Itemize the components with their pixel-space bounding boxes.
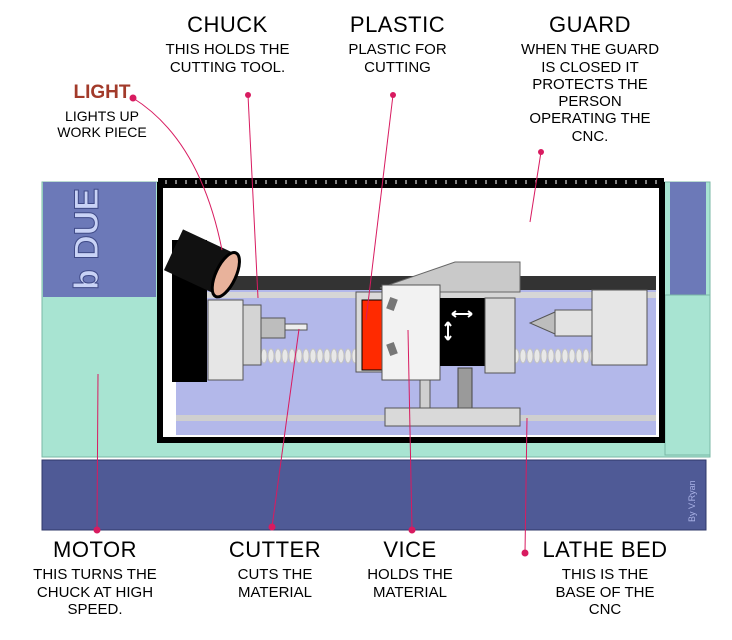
screw-coil [547,348,555,364]
chuck-front [242,304,262,366]
screw-coil [295,348,303,364]
screw-coil [568,348,576,364]
label-guard-desc-line: CNC. [571,127,609,145]
screw-coil [302,348,310,364]
label-vice-title: VICE [383,537,437,562]
left-side-panel [43,182,156,297]
label-motor: MOTOR THIS TURNS THE CHUCK AT HIGH SPEED… [5,537,185,618]
tailstock-shaft [554,309,596,337]
label-light: LIGHT LIGHTS UP WORK PIECE [42,82,162,140]
label-motor-desc-line: SPEED. [67,600,123,618]
label-plastic: PLASTIC PLASTIC FOR CUTTING [330,12,465,76]
plastic-block [361,299,385,371]
right-side-strip [664,294,711,456]
label-plastic-desc: PLASTIC FOR CUTTING [330,41,465,76]
vice-control-block [440,298,485,366]
label-chuck: CHUCK THIS HOLDS THE CUTTING TOOL. [155,12,300,76]
vice-slot-top [386,296,398,312]
screw-coil [316,348,324,364]
screw-coil [582,348,590,364]
label-lathe-bed-desc-line: CNC [588,600,622,618]
label-cutter-desc-line: MATERIAL [238,583,312,601]
label-vice-desc: HOLDS THE MATERIAL [350,566,470,601]
screw-coil [533,348,541,364]
screw-coil [526,348,534,364]
label-guard-title: GUARD [549,12,631,37]
label-guard-desc: WHEN THE GUARD IS CLOSED IT PROTECTS THE… [495,41,685,145]
label-guard-desc-line: PROTECTS THE [532,75,648,93]
base-panel [41,459,707,531]
label-guard-desc-line: PERSON [558,93,622,111]
label-lathe-bed-desc-line: THIS IS THE [561,566,649,584]
label-lathe-bed: LATHE BED THIS IS THE BASE OF THE CNC [520,537,690,618]
tailstock-centre [528,311,556,335]
pointer-lines [96,94,542,554]
label-cutter: CUTTER CUTS THE MATERIAL [205,537,345,601]
label-lathe-bed-desc-line: BASE OF THE [555,583,655,601]
label-vice-desc-line: MATERIAL [373,583,447,601]
screw-coil [554,348,562,364]
vice-stem [419,379,431,411]
screw-coil [274,348,282,364]
screw-coil [330,348,338,364]
label-motor-desc-line: CHUCK AT HIGH [36,583,154,601]
screw-coil [540,348,548,364]
label-cutter-desc: CUTS THE MATERIAL [205,566,345,601]
brand-text: b DUE [68,188,106,290]
label-light-title: LIGHT [73,82,131,103]
screw-coil [288,348,296,364]
label-guard-desc-line: IS CLOSED IT [541,58,639,76]
screw-coil [575,348,583,364]
vice-base [384,407,521,427]
guard-rail-ticks [165,180,657,184]
label-plastic-title: PLASTIC [349,12,446,37]
label-lathe-bed-title: LATHE BED [542,537,668,562]
label-lathe-bed-desc: THIS IS THE BASE OF THE CNC [520,566,690,618]
screw-coil [281,348,289,364]
screw-coil [519,348,527,364]
label-chuck-desc-line: THIS HOLDS THE [165,41,290,59]
label-light-desc-line: WORK PIECE [57,123,147,140]
guard-top-rail [158,178,664,186]
label-cutter-desc-line: CUTS THE [237,566,313,584]
label-plastic-desc-line: CUTTING [364,58,431,76]
label-cutter-title: CUTTER [228,537,322,562]
credit-text: By V.Ryan [687,480,697,522]
vice-slot-bottom [386,341,398,357]
label-motor-desc: THIS TURNS THE CHUCK AT HIGH SPEED. [5,566,185,618]
label-vice-desc-line: HOLDS THE [367,566,453,584]
label-motor-desc-line: THIS TURNS THE [33,566,157,584]
label-chuck-desc: THIS HOLDS THE CUTTING TOOL. [155,41,300,76]
screw-coil [309,348,317,364]
screw-coil [267,348,275,364]
screw-coil [260,348,268,364]
label-motor-title: MOTOR [53,537,137,562]
direction-arrows-icon [444,310,473,341]
screw-coil [344,348,352,364]
pointer-dots [93,92,544,557]
label-guard-desc-line: OPERATING THE [529,110,651,128]
screw-coil [337,348,345,364]
vice-guide [484,297,516,374]
work-light [163,229,241,299]
label-chuck-desc-line: CUTTING TOOL. [169,58,286,76]
tailstock-body [591,289,648,366]
cutting-tool [284,323,308,331]
screw-coil [323,348,331,364]
label-vice: VICE HOLDS THE MATERIAL [350,537,470,601]
label-guard: GUARD WHEN THE GUARD IS CLOSED IT PROTEC… [495,12,685,145]
screw-coil [561,348,569,364]
label-guard-desc-line: WHEN THE GUARD [520,41,660,59]
label-light-desc: LIGHTS UP WORK PIECE [42,108,162,140]
chuck-jaw [260,317,286,339]
chuck-body [207,299,244,381]
vice-screw [457,367,473,409]
right-side-panel [670,182,706,297]
label-chuck-title: CHUCK [187,12,268,37]
label-plastic-desc-line: PLASTIC FOR [348,41,447,59]
label-light-desc-line: LIGHTS UP [65,107,139,124]
